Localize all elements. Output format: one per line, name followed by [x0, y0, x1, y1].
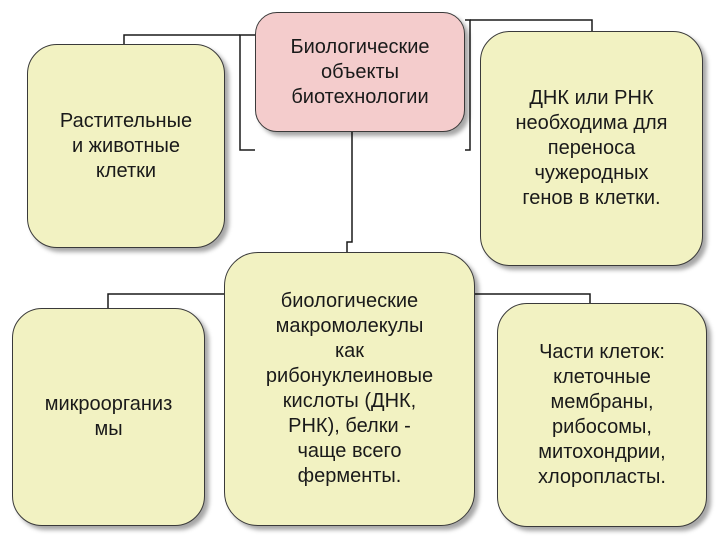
- node-cells: Растительные и животные клетки: [27, 44, 225, 248]
- node-cell-parts: Части клеток: клеточные мембраны, рибосо…: [497, 303, 707, 527]
- node-macromolecules: биологические макромолекулы как рибонукл…: [224, 252, 475, 526]
- connector-macro-micro: [107, 293, 224, 308]
- connector-root-cells: [239, 34, 255, 151]
- node-cells-text: Растительные и животные клетки: [59, 109, 193, 182]
- root-node-text: Биологические объекты биотехнологии: [290, 35, 430, 108]
- connector-dna-top: [470, 19, 593, 31]
- node-microorganisms: микроорганиз мы: [12, 308, 205, 526]
- connector-root-dna: [465, 19, 471, 151]
- node-macromolecules-text: биологические макромолекулы как рибонукл…: [265, 290, 434, 487]
- node-dna: ДНК или РНК необходима для переноса чуже…: [480, 31, 703, 266]
- node-cell-parts-text: Части клеток: клеточные мембраны, рибосо…: [538, 341, 666, 488]
- node-microorganisms-text: микроорганиз мы: [44, 393, 173, 440]
- root-node: Биологические объекты биотехнологии: [255, 12, 465, 132]
- node-dna-text: ДНК или РНК необходима для переноса чуже…: [515, 87, 668, 209]
- connector-cells-top: [123, 34, 240, 44]
- connector-root-macro: [346, 132, 353, 256]
